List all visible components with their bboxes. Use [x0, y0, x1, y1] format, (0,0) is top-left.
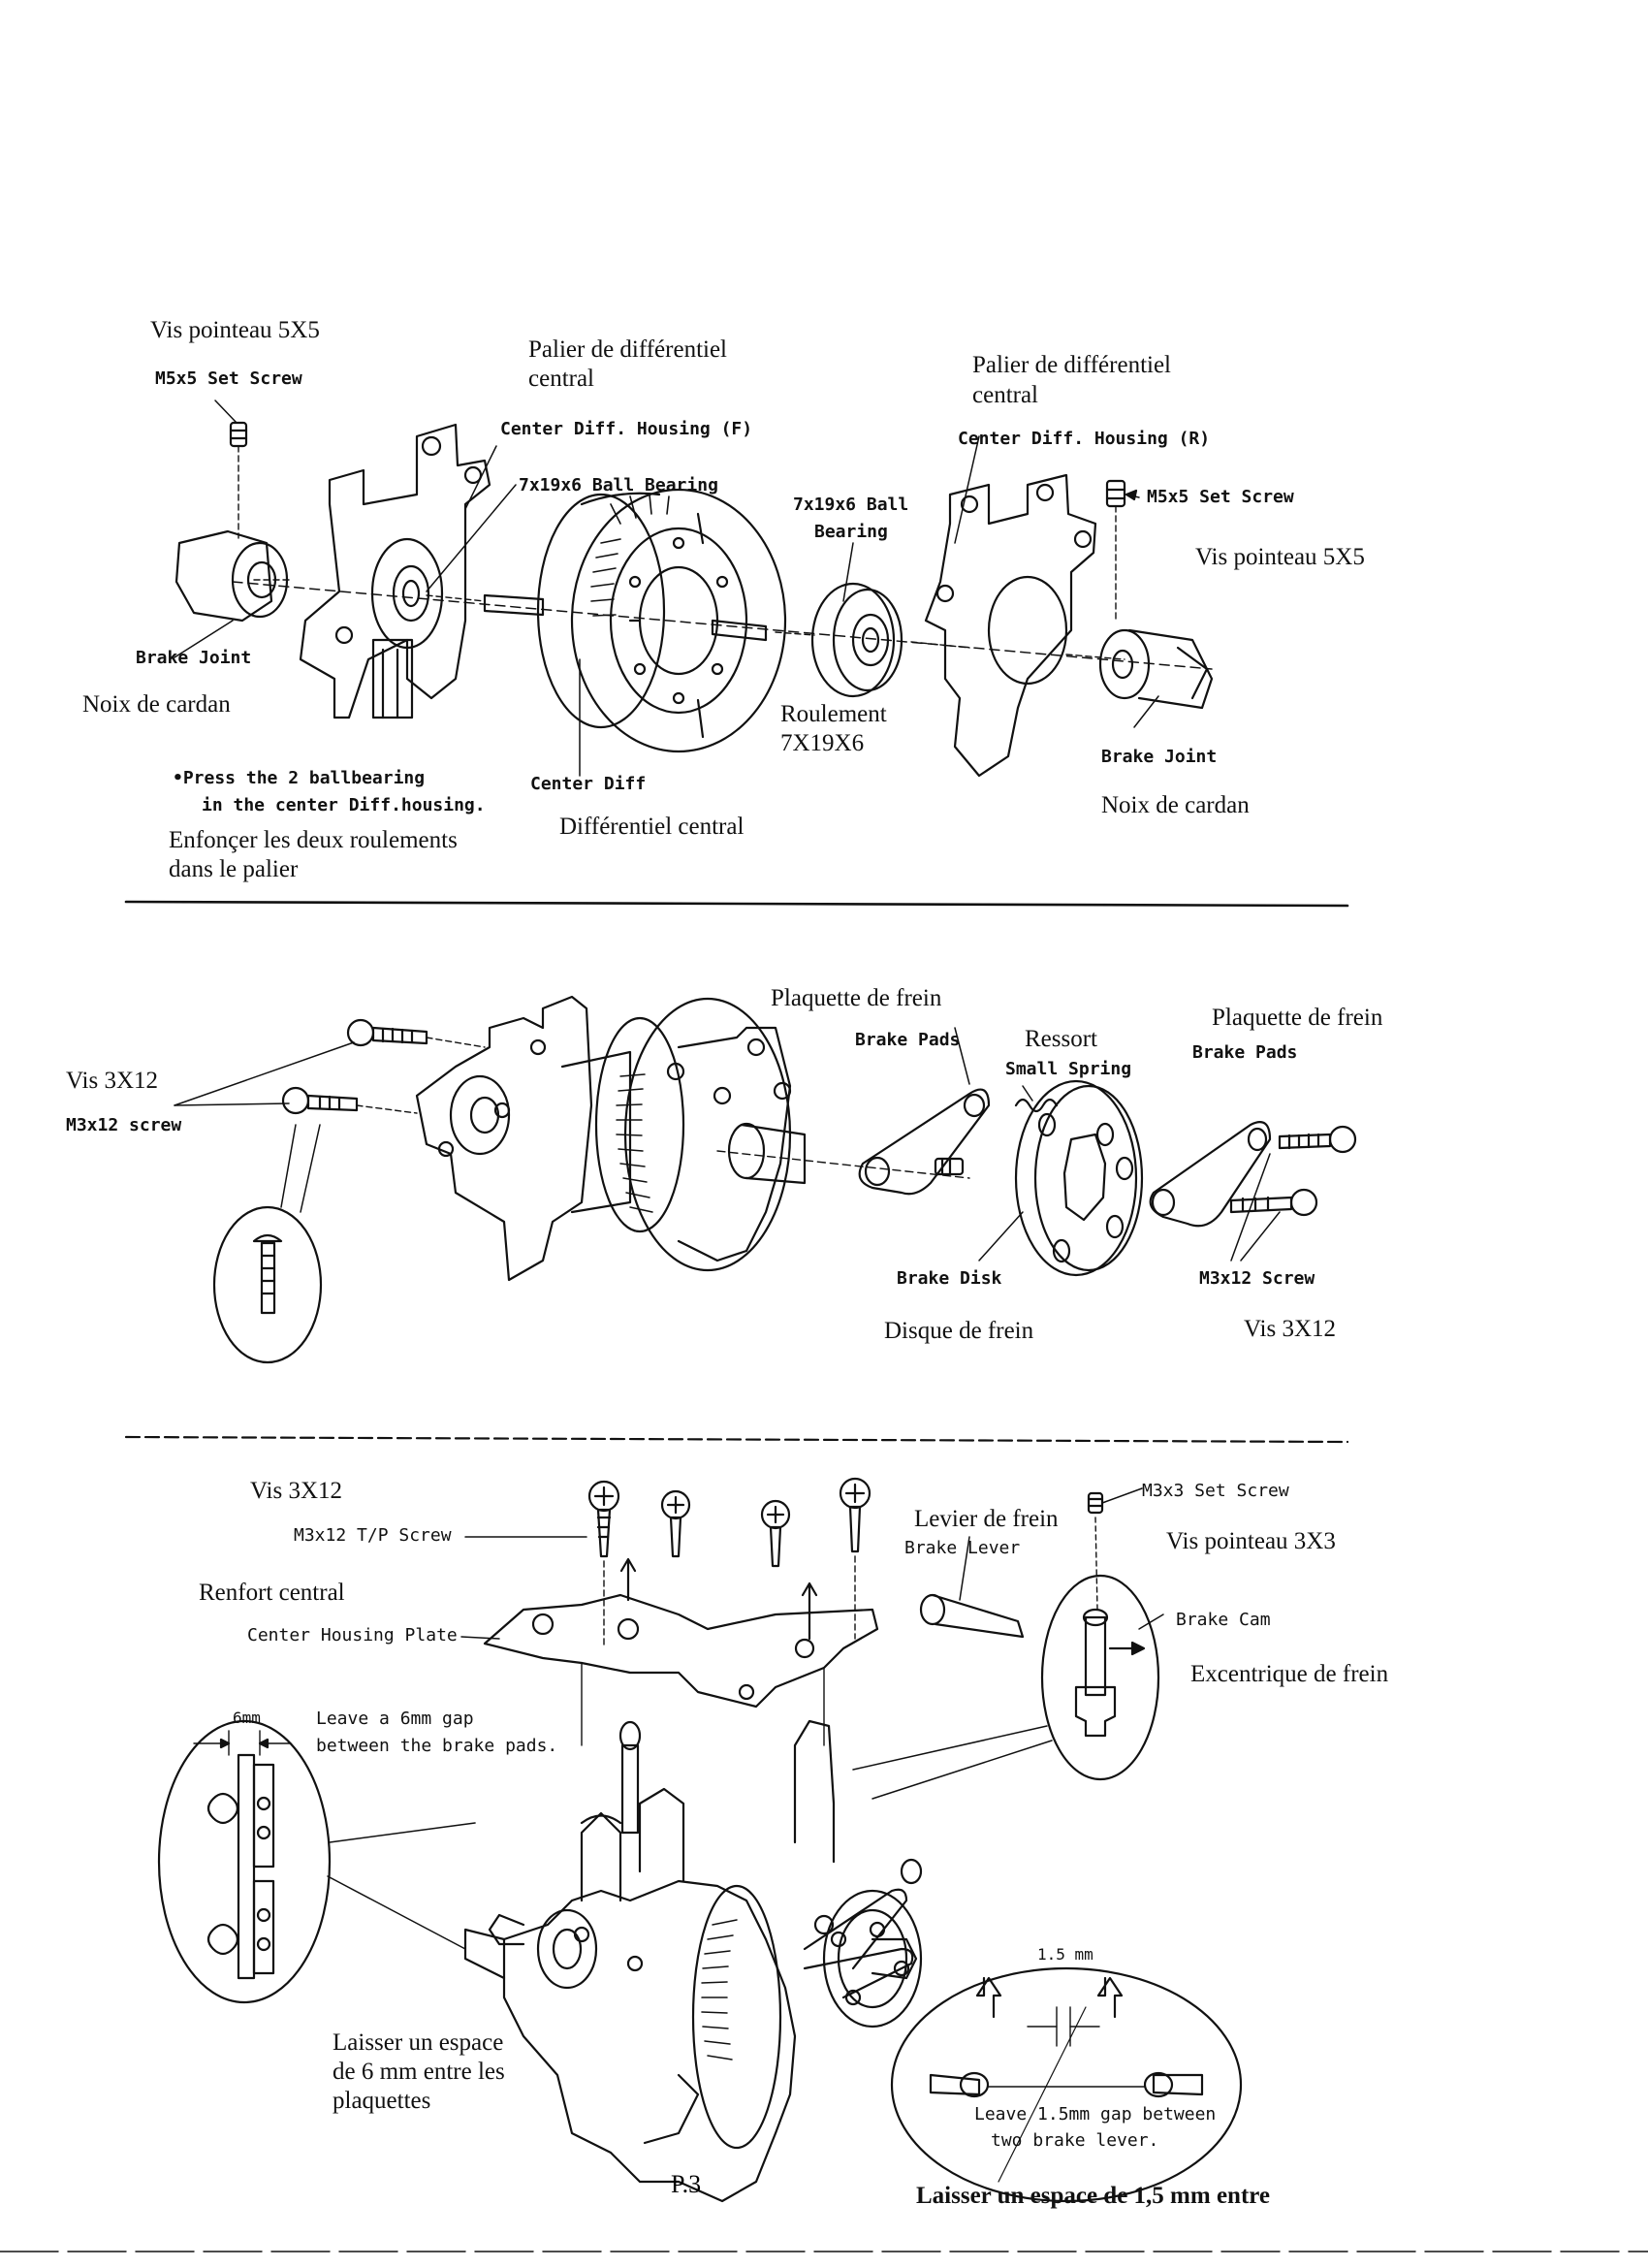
gap-note-fr-3: plaquettes [333, 2088, 431, 2114]
brake-joint-left [176, 531, 291, 621]
brake-pad-right [1151, 1122, 1270, 1226]
set-screw-left-en: M5x5 Set Screw [155, 368, 302, 389]
spring-fr: Ressort [1025, 1026, 1097, 1052]
lever-gap-detail [892, 1968, 1241, 2201]
diff-housing-assembly [417, 997, 969, 1280]
set-screw-right-en: M5x5 Set Screw [1147, 487, 1294, 507]
gap-note-en-2: between the brake pads. [316, 1736, 558, 1756]
brake-joint-right-en: Brake Joint [1101, 747, 1218, 767]
center-housing-plate [485, 1595, 877, 1745]
section1-exploded-view [126, 400, 1347, 906]
section2-brake-assembly [126, 997, 1355, 1442]
brake-pads-right-en: Brake Pads [1192, 1042, 1298, 1063]
housing-f-en: Center Diff. Housing (F) [500, 419, 753, 439]
center-diff-housing-rear [911, 475, 1125, 776]
screw-right-fr: Vis 3X12 [1244, 1316, 1337, 1342]
ball-bearing-7x19x6 [776, 584, 902, 696]
cam-fr: Excentrique de frein [1190, 1661, 1389, 1687]
brake-joint-left-fr: Noix de cardan [82, 691, 231, 718]
brake-disk-en: Brake Disk [897, 1268, 1002, 1289]
center-diff-fr: Différentiel central [559, 814, 745, 840]
section3-final-assembly [159, 1479, 1241, 2201]
lever-gap-en-1: Leave 1.5mm gap between [974, 2104, 1217, 2124]
housing-r-en: Center Diff. Housing (R) [958, 429, 1211, 449]
press-note-fr-1: Enfonçer les deux roulements [169, 827, 458, 853]
set-screw-3x3-en: M3x3 Set Screw [1142, 1481, 1289, 1501]
center-diff [538, 490, 785, 751]
roulement-fr-2: 7X19X6 [780, 730, 865, 756]
ball-bearing-2-en-2: Bearing [814, 522, 888, 542]
pad-gap-detail [159, 1721, 475, 2002]
roulement-fr-1: Roulement [780, 701, 887, 727]
brake-cam-detail [853, 1576, 1163, 1799]
brake-lever [921, 1537, 1023, 1637]
assembled-center-diff [465, 1721, 921, 2201]
plate-en: Center Housing Plate [247, 1625, 458, 1645]
screw-left-en: M3x12 screw [66, 1115, 182, 1135]
screws-m3x12-left [283, 1020, 485, 1113]
brake-joint-left-en: Brake Joint [136, 648, 252, 668]
set-screw-5x5-left [231, 423, 246, 538]
ball-bearing-1-en: 7x19x6 Ball Bearing [519, 475, 718, 495]
brake-disk-fr: Disque de frein [884, 1318, 1034, 1344]
set-screw-left-fr: Vis pointeau 5X5 [150, 317, 320, 343]
gap-note-fr-1: Laisser un espace [333, 2029, 504, 2056]
small-spring [1016, 1100, 1057, 1111]
screw-left-fr: Vis 3X12 [66, 1068, 159, 1094]
gap-dim: 6mm [233, 1709, 261, 1727]
press-note-fr-2: dans le palier [169, 856, 299, 882]
brake-pad-mid [860, 1090, 989, 1195]
brake-joint-right-fr: Noix de cardan [1101, 792, 1250, 818]
lever-gap-fr: Laisser un espace de 1,5 mm entre [916, 2183, 1271, 2209]
brake-joint-right [1100, 630, 1212, 708]
brake-pads-right-fr: Plaquette de frein [1212, 1005, 1383, 1031]
screws-m3x12-right [1231, 1127, 1355, 1215]
center-diff-housing-front [301, 425, 490, 718]
plate-fr: Renfort central [199, 1580, 345, 1606]
press-note-en-2: in the center Diff.housing. [202, 795, 486, 815]
page-number: P.3 [671, 2170, 702, 2198]
set-screw-5x5-right [1107, 481, 1125, 621]
lever-fr: Levier de frein [914, 1506, 1059, 1532]
brake-pads-mid-en: Brake Pads [855, 1030, 961, 1050]
gap-note-fr-2: de 6 mm entre les [333, 2059, 505, 2085]
set-screw-right-fr: Vis pointeau 5X5 [1195, 544, 1365, 570]
housing-f-fr-2: central [528, 366, 595, 392]
spring-en: Small Spring [1005, 1059, 1132, 1079]
set-screw-3x3-fr: Vis pointeau 3X3 [1166, 1528, 1336, 1554]
lever-gap-en-2: two brake lever. [991, 2130, 1159, 2151]
lever-en: Brake Lever [904, 1538, 1021, 1558]
set-screw-3x3 [1089, 1488, 1142, 1610]
screw-detail-circle [214, 1125, 321, 1362]
tp-screw-fr: Vis 3X12 [250, 1478, 343, 1504]
lever-gap-dim: 1.5 mm [1037, 1945, 1093, 1964]
ball-bearing-2-en-1: 7x19x6 Ball [793, 495, 909, 515]
tp-screw-en: M3x12 T/P Screw [294, 1525, 452, 1546]
press-note-en-1: •Press the 2 ballbearing [173, 768, 426, 788]
tp-screws [589, 1479, 870, 1648]
housing-f-fr-1: Palier de différentiel [528, 336, 728, 363]
cam-en: Brake Cam [1176, 1610, 1271, 1630]
housing-r-fr-1: Palier de différentiel [972, 352, 1172, 378]
brake-pads-mid-fr: Plaquette de frein [771, 985, 942, 1011]
screw-right-en: M3x12 Screw [1199, 1268, 1315, 1289]
gap-note-en-1: Leave a 6mm gap [316, 1709, 474, 1729]
center-diff-en: Center Diff [530, 774, 647, 794]
brake-disk [1016, 1081, 1142, 1275]
housing-r-fr-2: central [972, 382, 1039, 408]
